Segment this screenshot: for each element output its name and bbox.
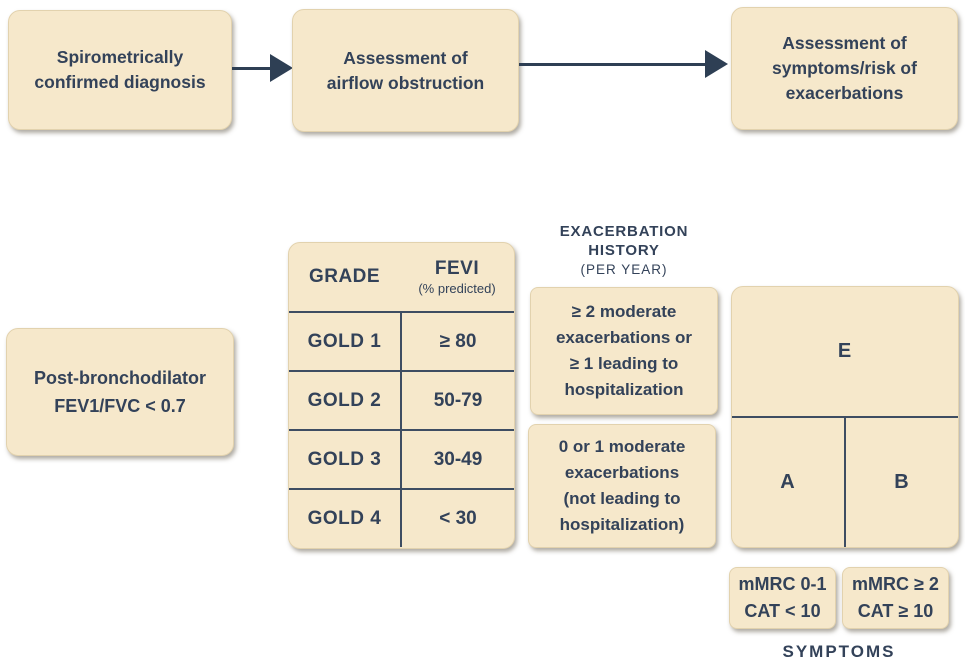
symptoms-low-box: mMRC 0-1 CAT < 10: [729, 567, 836, 629]
table-row-gold3: GOLD 3 30-49: [289, 429, 514, 488]
abe-assessment-grid: E A B: [731, 286, 959, 548]
high-risk-exacerbation-label: ≥ 2 moderate exacerbations or ≥ 1 leadin…: [555, 302, 693, 399]
abe-cell-a: A: [732, 418, 844, 547]
fev-header-text: FEVI: [434, 258, 480, 279]
flow-step-airflow-label: Assessment of airflow obstruction: [326, 47, 485, 93]
fev-column-header: FEVI (% predicted): [400, 243, 514, 311]
post-bronchodilator-label: Post-bronchodilator FEV1/FVC < 0.7: [34, 368, 206, 416]
symptoms-high-box: mMRC ≥ 2 CAT ≥ 10: [842, 567, 949, 629]
high-risk-exacerbation-box: ≥ 2 moderate exacerbations or ≥ 1 leadin…: [530, 287, 718, 415]
exacerbation-history-title-text: EXACERBATION HISTORY: [559, 223, 689, 259]
fev-header-subtext: (% predicted): [418, 281, 496, 296]
arrow-shaft-icon: [232, 67, 272, 70]
table-row-gold1: GOLD 1 ≥ 80: [289, 311, 514, 370]
gold4-label: GOLD 4: [307, 507, 382, 529]
grade-table: GRADE FEVI (% predicted) GOLD 1 ≥ 80 GOL…: [288, 242, 515, 549]
post-bronchodilator-box: Post-bronchodilator FEV1/FVC < 0.7: [6, 328, 234, 456]
grade-column-header: GRADE: [308, 266, 381, 287]
abe-cell-b: B: [844, 418, 958, 547]
gold4-value: < 30: [400, 490, 514, 547]
flow-step-diagnosis-label: Spirometrically confirmed diagnosis: [34, 47, 206, 92]
exacerbation-history-title: EXACERBATION HISTORY (PER YEAR): [530, 222, 718, 277]
symptoms-low-label: mMRC 0-1 CAT < 10: [738, 574, 827, 621]
flow-step-airflow-box: Assessment of airflow obstruction: [292, 9, 519, 132]
arrow-right-icon: [270, 54, 293, 82]
symptoms-high-label: mMRC ≥ 2 CAT ≥ 10: [852, 574, 939, 621]
exacerbation-history-subtitle: (PER YEAR): [580, 262, 668, 277]
gold2-value: 50-79: [400, 372, 514, 429]
abe-cell-e: E: [732, 287, 958, 418]
gold3-label: GOLD 3: [307, 448, 382, 470]
flow-step-symptoms-label: Assessment of symptoms/risk of exacerbat…: [772, 33, 917, 103]
gold2-label: GOLD 2: [307, 389, 382, 411]
arrow-shaft-icon: [519, 63, 707, 66]
abe-cell-e-label: E: [837, 340, 853, 362]
gold3-value: 30-49: [400, 431, 514, 488]
low-risk-exacerbation-box: 0 or 1 moderate exacerbations (not leadi…: [528, 424, 716, 548]
symptoms-axis-label: SYMPTOMS: [782, 642, 896, 661]
flow-step-diagnosis-box: Spirometrically confirmed diagnosis: [8, 10, 232, 130]
gold1-label: GOLD 1: [307, 330, 382, 352]
table-row-gold4: GOLD 4 < 30: [289, 488, 514, 547]
abe-grid-bottom-row: A B: [732, 418, 958, 547]
abe-cell-a-label: A: [780, 471, 796, 493]
flow-step-symptoms-box: Assessment of symptoms/risk of exacerbat…: [731, 7, 958, 130]
grade-table-header-row: GRADE FEVI (% predicted): [289, 243, 514, 311]
table-row-gold2: GOLD 2 50-79: [289, 370, 514, 429]
gold1-value: ≥ 80: [400, 313, 514, 370]
abe-cell-b-label: B: [894, 471, 910, 493]
low-risk-exacerbation-label: 0 or 1 moderate exacerbations (not leadi…: [558, 437, 686, 534]
arrow-right-icon: [705, 50, 728, 78]
